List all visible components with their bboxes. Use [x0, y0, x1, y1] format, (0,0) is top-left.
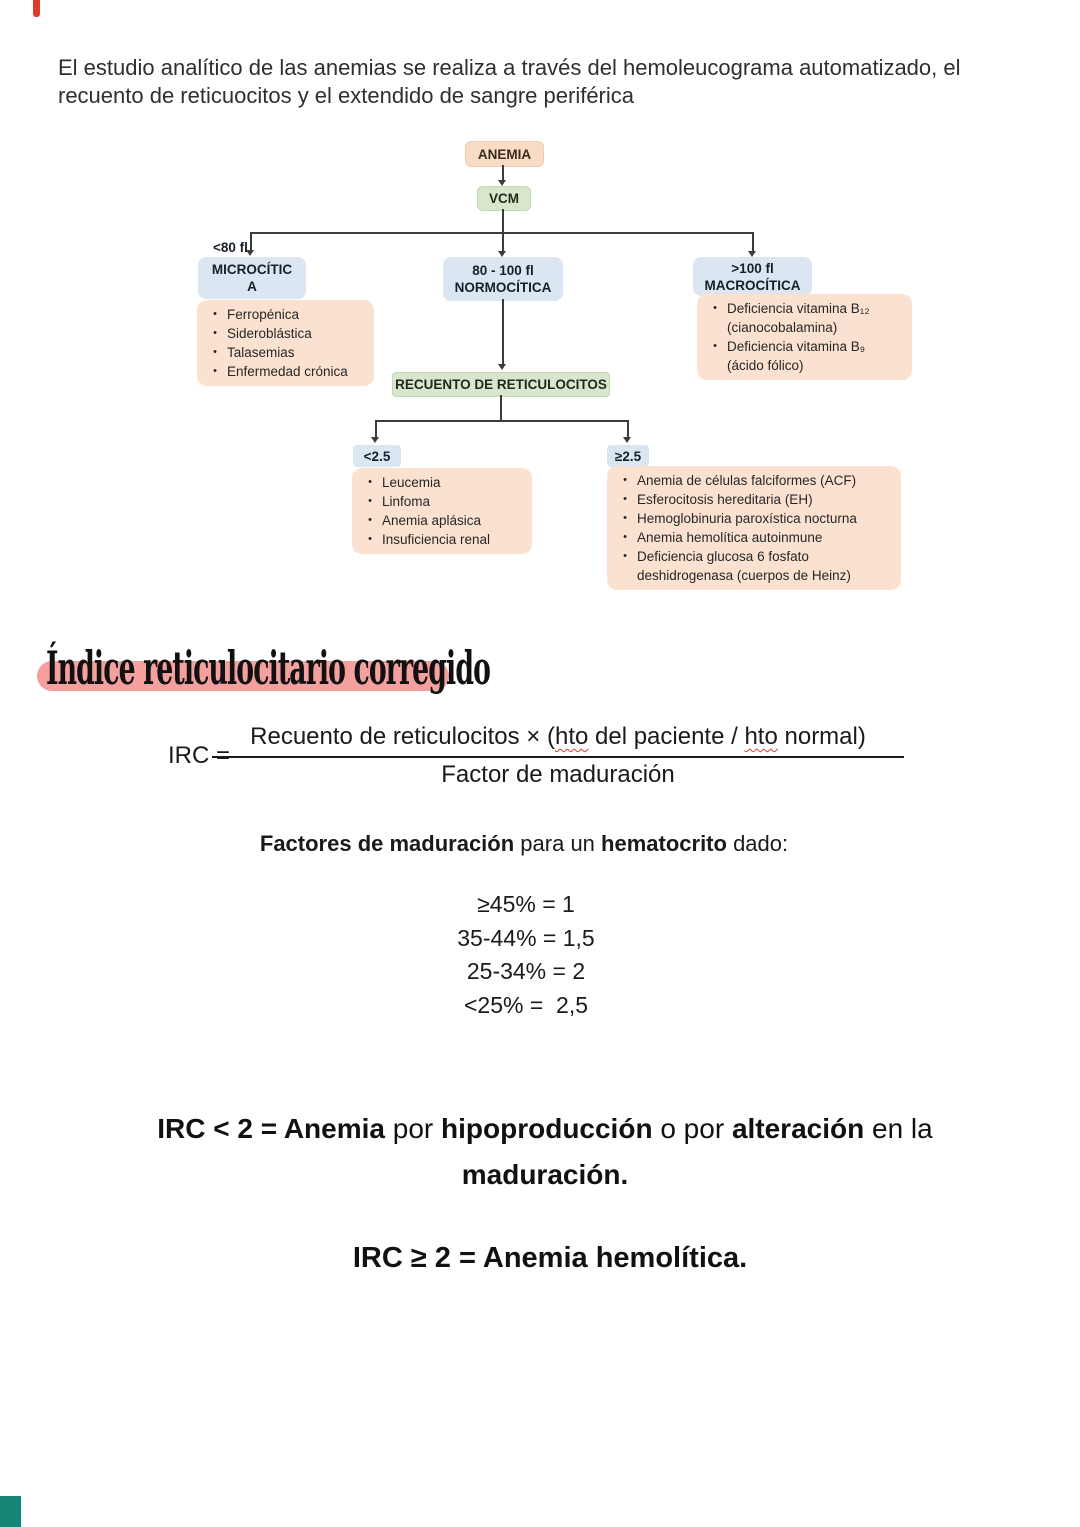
node-microcitica-line2: A [247, 279, 257, 294]
formula-lhs: IRC = [168, 742, 231, 769]
connector-line [502, 165, 504, 181]
list-item: •Ferropénica [213, 307, 300, 322]
red-pen-marker [33, 0, 40, 17]
intro-paragraph: El estudio analítico de las anemias se r… [58, 54, 1018, 110]
node-microcitica: MICROCÍTIC A [198, 257, 306, 299]
factor-line: 35-44% = 1,5 [457, 924, 595, 951]
conclusion-irc-lt-2: IRC < 2 = Anemia por hipoproducción o po… [5, 1106, 1080, 1198]
connector-line [752, 232, 754, 251]
connector-line [500, 395, 502, 420]
formula-denominator: Factor de maduración [441, 761, 675, 788]
arrowhead [623, 437, 631, 443]
connector-line [375, 420, 377, 438]
list-item: •Deficiencia glucosa 6 fosfato deshidrog… [623, 549, 851, 583]
numerator-text: Recuento de reticulocitos × ( [250, 723, 555, 750]
connector-line [250, 232, 753, 234]
formula-numerator: Recuento de reticulocitos × (hto del pac… [213, 722, 903, 752]
list-macrocitica-causes: •Deficiencia vitamina B₁₂ (cianocobalami… [697, 294, 912, 380]
arrowhead [371, 437, 379, 443]
node-normocitica-line2: NORMOCÍTICA [454, 280, 552, 295]
arrowhead [498, 251, 506, 257]
connector-line [250, 232, 252, 251]
list-hypoproliferative-causes: •Leucemia •Linfoma •Anemia aplásica •Insufi… [352, 468, 532, 554]
node-macrocitica-line1: >100 fl [731, 260, 774, 276]
connector-line [627, 420, 629, 438]
list-item: •Enfermedad crónica [213, 364, 348, 379]
maturation-factors-list: ≥45% = 1 35-44% = 1,5 25-34% = 2 <25% = 2,5 [0, 888, 1052, 1022]
node-ge-2-5: ≥2.5 [607, 445, 649, 467]
numerator-hto-2: hto [744, 723, 778, 750]
node-macrocitica: >100 fl MACROCÍTICA [693, 257, 812, 296]
list-item: •Esferocitosis hereditaria (EH) [623, 492, 813, 507]
numerator-text: del paciente / [588, 723, 745, 750]
list-item: •Anemia aplásica [368, 513, 482, 528]
list-microcitica-causes: •Ferropénica •Sideroblástica •Talasemias •E… [197, 300, 374, 386]
connector-line [375, 420, 627, 422]
label-lt80fl: <80 fl [213, 240, 248, 255]
node-macrocitica-line2: MACROCÍTICA [704, 277, 801, 293]
arrowhead [498, 364, 506, 370]
list-hemolytic-causes: •Anemia de células falciformes (ACF) •Esf… [607, 466, 901, 590]
connector-line [502, 299, 504, 365]
factor-line: <25% = 2,5 [463, 991, 589, 1018]
list-item: •Deficiencia vitamina B₁₂ (cianocobalami… [713, 301, 870, 335]
node-vcm: VCM [477, 186, 531, 211]
conclusion-line: maduración. [461, 1159, 629, 1190]
fraction-bar [212, 756, 904, 758]
conclusion-line: IRC < 2 = Anemia por hipoproducción o po… [157, 1113, 933, 1144]
numerator-text: normal) [777, 723, 866, 750]
list-item: •Anemia hemolítica autoinmune [623, 530, 823, 545]
list-item: •Sideroblástica [213, 326, 312, 341]
node-recuento-reticulocitos: RECUENTO DE RETICULOCITOS [392, 372, 610, 397]
list-item: •Insuficiencia renal [368, 532, 491, 547]
node-lt-2-5: <2.5 [353, 445, 401, 467]
node-normocitica: 80 - 100 fl NORMOCÍTICA [443, 257, 563, 301]
factor-line: ≥45% = 1 [477, 891, 575, 917]
list-item: •Leucemia [368, 475, 441, 490]
intro-line-2: recuento de reticuocitos y el extendido … [58, 83, 635, 108]
node-anemia: ANEMIA [465, 141, 544, 167]
heading-highlight [37, 661, 449, 691]
factor-line: 25-34% = 2 [466, 958, 586, 984]
arrowhead [498, 180, 506, 186]
list-item: •Anemia de células falciformes (ACF) [623, 473, 857, 488]
numerator-hto-1: hto [554, 723, 589, 750]
list-item: •Deficiencia vitamina B₉ (ácido fólico) [713, 339, 866, 373]
intro-line-1: El estudio analítico de las anemias se r… [58, 55, 961, 80]
list-item: •Linfoma [368, 494, 431, 509]
arrowhead [246, 250, 254, 256]
maturation-factors-intro: Factores de maduración para un hematocri… [259, 831, 789, 856]
node-normocitica-line1: 80 - 100 fl [472, 263, 534, 278]
node-microcitica-line1: MICROCÍTIC [211, 262, 293, 277]
list-item: •Hemoglobinuria paroxística nocturna [623, 511, 857, 526]
teal-tab-marker [0, 1496, 21, 1527]
arrowhead [748, 251, 756, 257]
connector-line [502, 209, 504, 252]
conclusion-irc-ge-2: IRC ≥ 2 = Anemia hemolítica. [352, 1242, 748, 1274]
list-item: •Talasemias [213, 345, 295, 360]
section-heading: Índice reticulocitario corregido [46, 641, 491, 695]
